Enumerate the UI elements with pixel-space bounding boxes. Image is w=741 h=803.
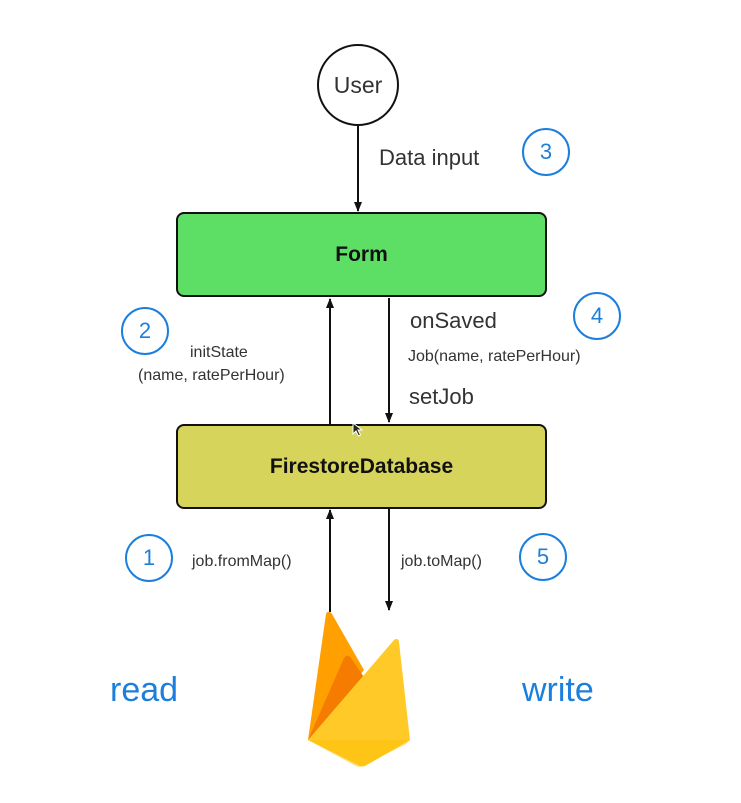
step-2-badge: 2: [121, 307, 169, 355]
read-label: read: [110, 671, 179, 709]
step-2-number: 2: [138, 318, 152, 343]
mouse-pointer-icon: [352, 422, 364, 437]
firestore-database-node: FirestoreDatabase: [176, 424, 547, 509]
step-3-badge: 3: [522, 128, 570, 176]
init-state-label: initState: [190, 344, 248, 361]
step-3-number: 3: [539, 139, 553, 164]
step-1-number: 1: [142, 545, 156, 570]
form-node-label: Form: [335, 242, 388, 266]
step-5-badge: 5: [519, 533, 567, 581]
user-node-label: User: [333, 71, 383, 98]
step-5-number: 5: [536, 544, 550, 569]
step-4-number: 4: [590, 303, 604, 328]
user-node: User: [317, 44, 399, 126]
data-input-label: Data input: [379, 145, 480, 170]
step-1-badge: 1: [125, 534, 173, 582]
write-label: write: [522, 671, 594, 709]
firestore-database-node-label: FirestoreDatabase: [269, 454, 454, 478]
set-job-label: setJob: [409, 384, 474, 409]
init-state-args-label: (name, ratePerHour): [138, 367, 285, 384]
job-args-label: Job(name, ratePerHour): [408, 348, 581, 365]
firebase-flame-icon: [308, 612, 410, 767]
on-saved-label: onSaved: [410, 308, 497, 333]
form-node: Form: [176, 212, 547, 297]
from-map-label: job.fromMap(): [192, 553, 292, 570]
step-4-badge: 4: [573, 292, 621, 340]
to-map-label: job.toMap(): [401, 553, 482, 570]
